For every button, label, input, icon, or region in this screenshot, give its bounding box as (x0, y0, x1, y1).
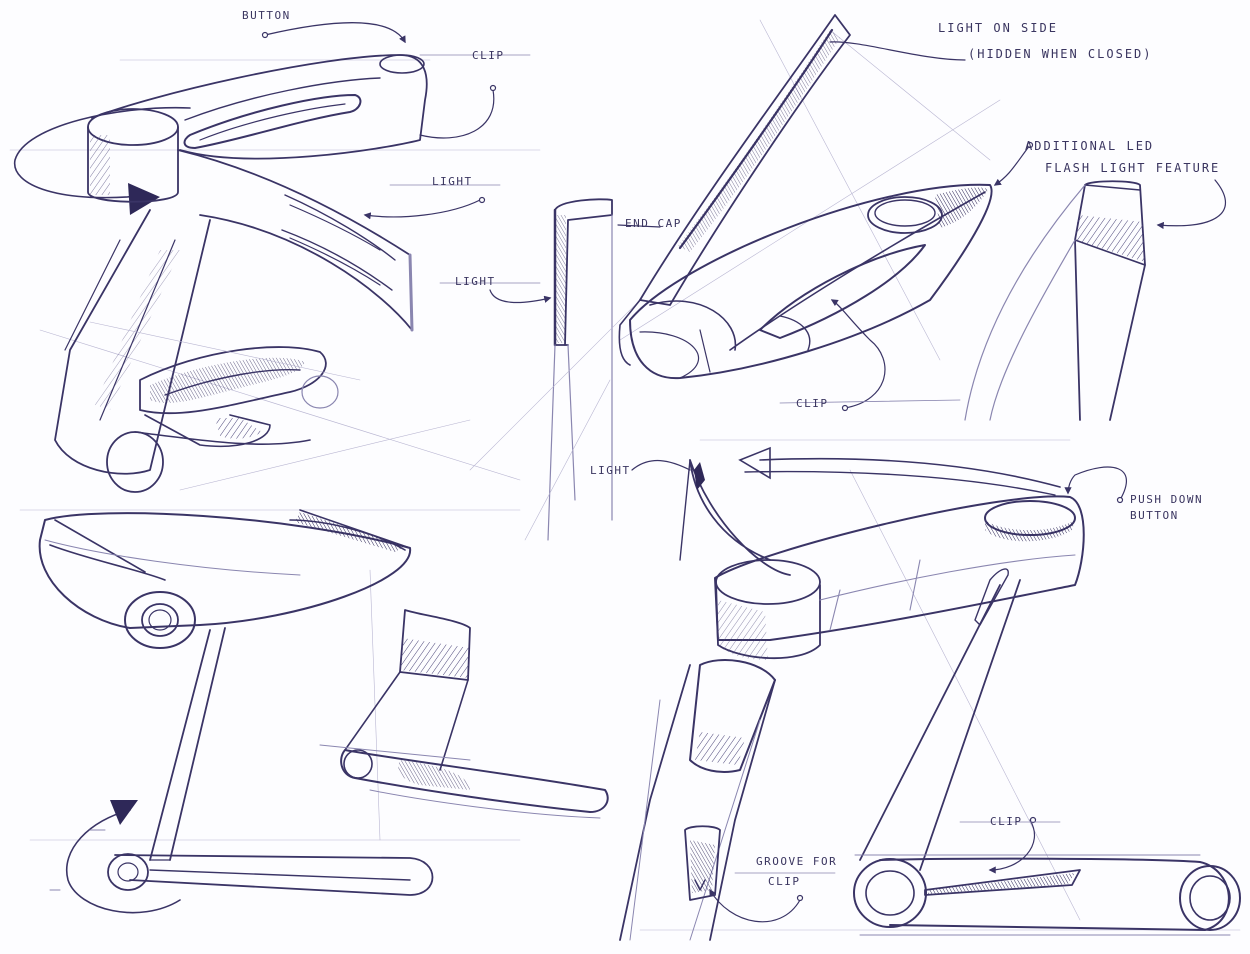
sketch-head-open-top-right (618, 14, 1146, 421)
sketch-lamp-folded-top-left (9, 54, 541, 493)
annotation-end-cap: END CAP (625, 217, 682, 230)
annotation-groove-clip: CLIP (768, 875, 801, 888)
annotation-light-top: LIGHT (432, 175, 473, 188)
annotation-light-small: LIGHT (590, 464, 631, 477)
sketch-end-cap-side (469, 198, 641, 541)
annotation-clip-right: CLIP (796, 397, 829, 410)
sketch-lamp-standing-bottom-right (619, 439, 1241, 941)
annotation-groove-for: GROOVE FOR (756, 855, 838, 868)
annotation-light-mid: LIGHT (455, 275, 496, 288)
annotation-flash-light-feature: FLASH LIGHT FEATURE (1045, 161, 1221, 175)
annotation-additional-led: ADDITIONAL LED (1025, 139, 1155, 153)
sketch-lamp-standing-bottom-left (19, 509, 609, 914)
callout-leaders (261, 22, 1226, 923)
annotation-clip-top: CLIP (472, 49, 505, 62)
annotation-button: BUTTON (242, 9, 291, 22)
annotation-push-down: PUSH DOWN (1130, 493, 1204, 506)
annotation-push-down-button: BUTTON (1130, 509, 1179, 522)
annotation-hidden-when-closed: (HIDDEN WHEN CLOSED) (968, 47, 1153, 61)
annotation-light-on-side: LIGHT ON SIDE (938, 21, 1058, 35)
annotation-clip-bottom: CLIP (990, 815, 1023, 828)
